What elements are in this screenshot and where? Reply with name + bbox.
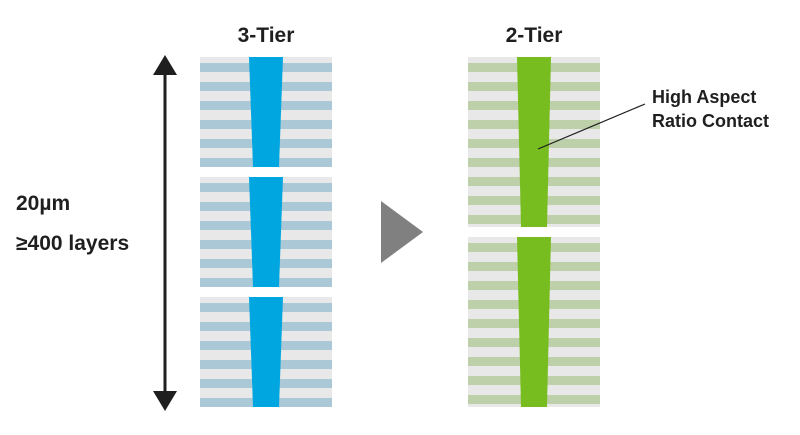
callout-line-1: High Aspect — [652, 87, 757, 107]
two-tier-title: 2-Tier — [505, 24, 563, 47]
dimension-arrow — [153, 55, 177, 411]
contact-hole — [517, 237, 551, 407]
high-aspect-ratio-contact-label: High Aspect Ratio Contact — [652, 85, 769, 133]
dimension-arrow-top-head — [153, 55, 177, 75]
contact-hole — [249, 57, 283, 167]
callout-leader-line — [537, 103, 646, 150]
two-tier-stack — [468, 57, 600, 407]
tier-block — [468, 57, 600, 227]
transition-arrow-icon — [381, 201, 423, 263]
contact-hole — [249, 177, 283, 287]
callout-line-2: Ratio Contact — [652, 111, 769, 131]
tier-block — [468, 237, 600, 407]
dimension-arrow-bottom-head — [153, 391, 177, 411]
tier-block — [200, 177, 332, 287]
contact-hole — [517, 57, 551, 227]
stack-height-label: 20µm — [16, 192, 71, 215]
contact-hole — [249, 297, 283, 407]
three-tier-title: 3-Tier — [237, 24, 295, 47]
three-tier-stack — [200, 57, 332, 407]
tier-block — [200, 297, 332, 407]
layer-count-label: ≥400 layers — [16, 232, 130, 255]
tier-block — [200, 57, 332, 167]
